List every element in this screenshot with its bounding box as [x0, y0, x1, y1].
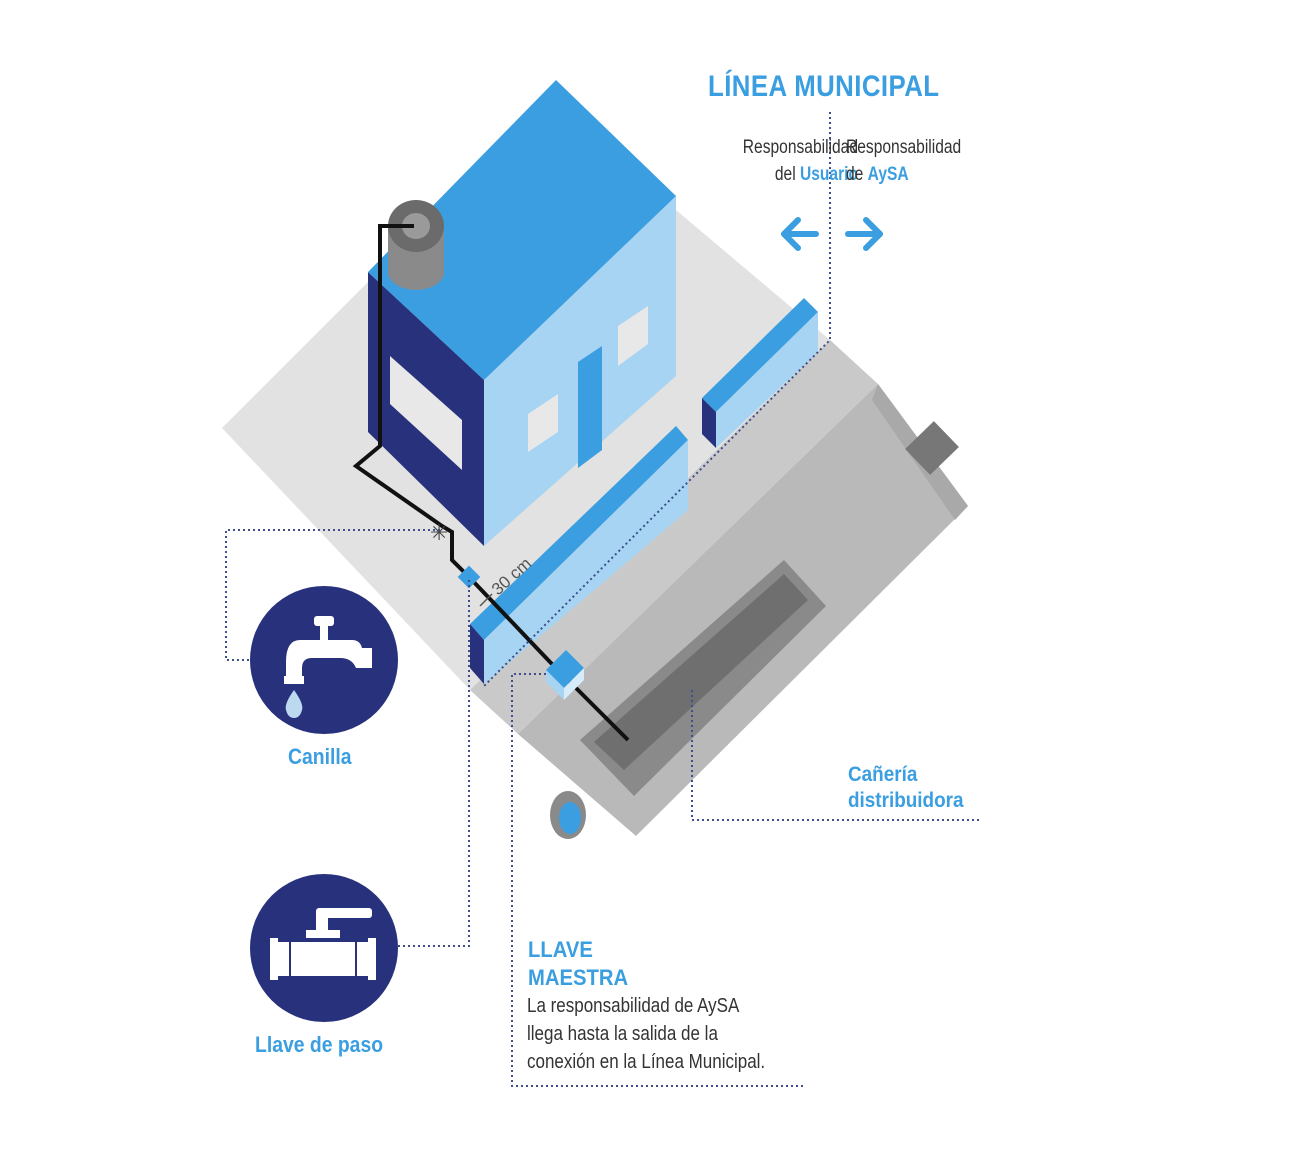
house-window-side: [390, 356, 462, 470]
water-tank-bottom: [388, 254, 444, 290]
front-wall-left-face: [484, 440, 688, 684]
front-wall-left-end: [470, 624, 484, 684]
trench-inner: [594, 574, 808, 770]
municipal-line: [483, 112, 831, 687]
street-box: [905, 421, 959, 475]
house-window-front-right: [618, 306, 648, 366]
llave-de-paso-label: Llave de paso: [255, 1032, 384, 1057]
user-responsibility-line1: Responsabilidad: [742, 137, 858, 158]
caneria-distribuidora-label: Cañería distribuidora: [848, 762, 964, 814]
user-responsibility-label: Responsabilidad del Usuario: [678, 134, 858, 188]
faucet-splash-mark: ✳: [430, 521, 448, 546]
user-responsibility-prefix: del: [774, 164, 796, 185]
front-wall-right-end: [702, 398, 716, 448]
llave-maestra-line2: MAESTRA: [528, 965, 629, 990]
leader-llave-de-paso: [396, 580, 470, 947]
water-tank-lid: [402, 213, 430, 239]
caneria-line2: distribuidora: [848, 789, 964, 812]
dimension-tick: [479, 593, 493, 607]
llave-maestra-title: LLAVE MAESTRA: [528, 936, 628, 992]
leader-canilla: [225, 529, 440, 661]
front-wall-right-face: [716, 312, 818, 448]
llave-maestra-line1: LLAVE: [528, 937, 593, 962]
canilla-label: Canilla: [288, 744, 352, 769]
stop-valve-marker: [457, 565, 481, 589]
faucet-icon: [250, 586, 398, 734]
user-responsibility-line2: del Usuario: [678, 161, 858, 188]
llave-maestra-desc-line: llega hasta la salida de la: [527, 1023, 718, 1045]
front-wall-left-top: [470, 426, 688, 640]
llave-maestra-desc-line: La responsabilidad de AySA: [527, 995, 740, 1017]
llave-maestra-description: La responsabilidad de AySA llega hasta l…: [527, 992, 833, 1076]
aysa-responsibility-highlight: AySA: [867, 164, 909, 185]
master-valve-left: [546, 670, 564, 700]
leader-caneria: [691, 690, 980, 821]
distribution-pipe-water: [559, 802, 581, 834]
front-wall-right-top: [702, 298, 818, 412]
house-roof: [368, 80, 676, 380]
municipal-line-title: LÍNEA MUNICIPAL: [708, 70, 940, 103]
master-valve-right: [564, 668, 584, 700]
master-valve-top: [546, 650, 584, 688]
arrow-right-icon: [845, 217, 883, 251]
caneria-line1: Cañería: [848, 763, 918, 786]
leader-llave-maestra: [511, 673, 806, 1087]
arrow-left-icon: [781, 217, 819, 251]
user-responsibility-highlight: Usuario: [799, 164, 858, 185]
aysa-responsibility-line2: de AySA: [846, 161, 1010, 188]
house-window-front-small: [528, 394, 558, 452]
house-door: [578, 346, 602, 468]
aysa-responsibility-prefix: de: [846, 164, 864, 185]
aysa-responsibility-label: Responsabilidad de AySA: [846, 134, 1010, 188]
aysa-responsibility-line1: Responsabilidad: [846, 137, 962, 158]
internal-water-pipe: [352, 224, 630, 742]
llave-maestra-desc-line: conexión en la Línea Municipal.: [527, 1051, 766, 1073]
sidewalk: [470, 340, 878, 734]
valve-icon: [250, 874, 398, 1022]
